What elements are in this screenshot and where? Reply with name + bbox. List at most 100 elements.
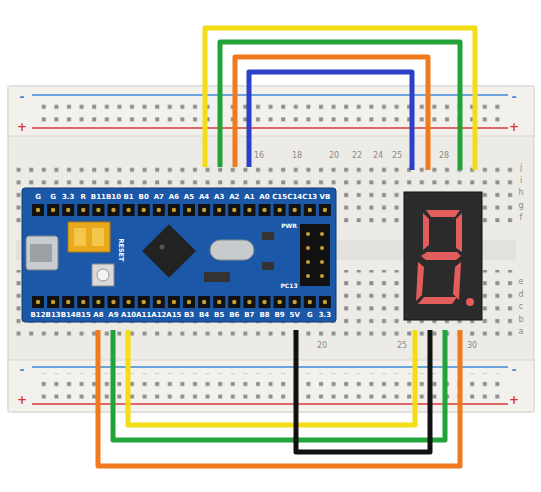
header-pin [81, 300, 85, 304]
header-pin [126, 300, 130, 304]
header-pin [66, 208, 70, 212]
header-pin [187, 208, 191, 212]
column-number: 20 [329, 152, 339, 160]
header-pin [77, 204, 89, 216]
header-pin [81, 208, 85, 212]
top-power-rail [8, 86, 534, 136]
rail-holes [36, 373, 506, 399]
rail-sign: + [17, 394, 27, 406]
header-pin [217, 300, 221, 304]
rail-sign: - [20, 91, 25, 103]
pin-label: B3 [184, 312, 194, 319]
breadboard [8, 86, 534, 412]
rail-sign: + [509, 121, 519, 133]
pin-label: B11 [91, 194, 106, 201]
jumper-wire [98, 330, 460, 466]
column-number: 24 [373, 152, 383, 160]
rail-sign: + [509, 394, 519, 406]
pin-label: B4 [199, 312, 209, 319]
row-letter: c [519, 303, 523, 311]
board-label: PWR [281, 223, 297, 229]
header-pin [123, 204, 135, 216]
header-pin [138, 296, 150, 308]
header-pin [202, 208, 206, 212]
header-pin [66, 300, 70, 304]
column-number: 20 [317, 342, 327, 350]
header-pin [126, 208, 130, 212]
pin-label: A7 [154, 194, 164, 201]
header-pin [172, 208, 176, 212]
header-pin [92, 204, 104, 216]
jumper-wire [205, 28, 475, 170]
header-pin [247, 300, 251, 304]
header-pin [168, 204, 180, 216]
pin-label: C15 [272, 194, 287, 201]
pin-label: B8 [259, 312, 269, 319]
pin-label: G [307, 312, 313, 319]
row-letter: i [520, 177, 522, 185]
pin-label: 3.3 [319, 312, 331, 319]
board-label: PC13 [280, 283, 297, 289]
rail-line [32, 94, 508, 96]
header-pin [62, 296, 74, 308]
header-pin [217, 208, 221, 212]
pin-label: B12 [30, 312, 45, 319]
header-pin [183, 204, 195, 216]
header-pin [36, 208, 40, 212]
jumper-wire [235, 57, 428, 170]
header-pin [213, 204, 225, 216]
column-number: 22 [352, 152, 362, 160]
pin-label: VB [320, 194, 331, 201]
pin-label: A5 [184, 194, 194, 201]
rail-holes [36, 101, 506, 123]
header-pin [198, 204, 210, 216]
pin-header [32, 296, 331, 308]
pcb [22, 188, 336, 322]
header-pin [323, 300, 327, 304]
pin-label: A2 [229, 194, 239, 201]
header-pin [108, 296, 120, 308]
rail-line [32, 366, 508, 368]
header-pin [153, 204, 165, 216]
column-number: 30 [467, 342, 477, 350]
header-pin [172, 300, 176, 304]
pin-label: A12 [151, 312, 166, 319]
mcu-chip [160, 245, 165, 250]
header-pin [142, 300, 146, 304]
header-pin [274, 204, 286, 216]
header-pin [293, 300, 297, 304]
header-pin [259, 204, 271, 216]
stm32-board [22, 188, 336, 322]
header-pin [77, 296, 89, 308]
header-pin [62, 204, 74, 216]
display-segments [416, 210, 474, 306]
boot-jumper [74, 228, 86, 246]
header-pin [323, 208, 327, 212]
column-number: 28 [439, 152, 449, 160]
header-pin [259, 296, 271, 308]
pin-header [32, 204, 331, 216]
header-pin [168, 296, 180, 308]
pin-label: A3 [214, 194, 224, 201]
header-pin [123, 296, 135, 308]
boot-jumper [68, 222, 110, 252]
column-number: 18 [292, 152, 302, 160]
pin-label: 5V [290, 312, 300, 319]
pin-label: A6 [169, 194, 179, 201]
header-pin [277, 300, 281, 304]
header-pin [96, 300, 100, 304]
board-label: RESET [118, 238, 125, 261]
pin-label: A0 [259, 194, 269, 201]
pin-label: A4 [199, 194, 209, 201]
header-pin [96, 208, 100, 212]
header-pin [308, 300, 312, 304]
header-pin [319, 204, 331, 216]
jumper-wire [296, 330, 430, 452]
row-letter: a [519, 328, 524, 336]
pin-label: B7 [244, 312, 254, 319]
header-pin [36, 300, 40, 304]
header-pin [153, 296, 165, 308]
header-pin [304, 204, 316, 216]
pin-label: A10 [121, 312, 136, 319]
header-pin [228, 296, 240, 308]
